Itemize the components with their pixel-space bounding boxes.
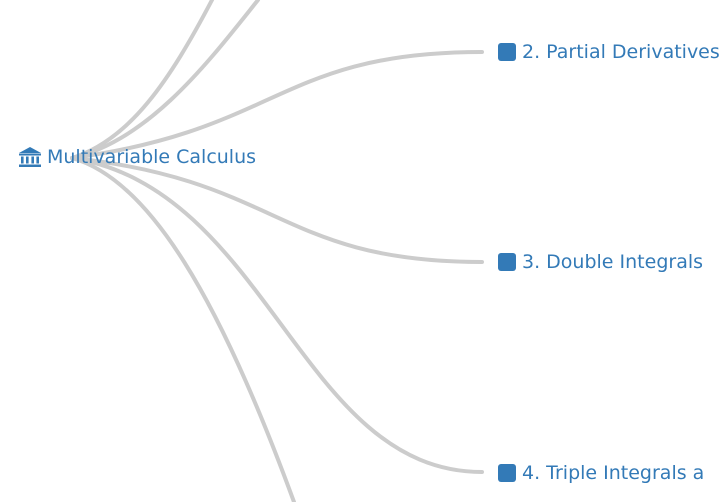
child-node-triple-integrals[interactable]: 4. Triple Integrals a	[498, 462, 704, 484]
edge-offscreen-top-1	[70, 0, 214, 160]
bullet-square-icon	[498, 464, 516, 482]
root-node-label: Multivariable Calculus	[47, 146, 257, 168]
institution-icon	[19, 147, 41, 167]
bullet-square-icon	[498, 253, 516, 271]
child-node-partial-derivatives[interactable]: 2. Partial Derivatives	[498, 41, 719, 63]
root-node[interactable]: Multivariable Calculus	[18, 146, 256, 168]
child-node-label: 4. Triple Integrals a	[522, 462, 705, 484]
edge-offscreen-bottom	[70, 156, 296, 502]
child-node-double-integrals[interactable]: 3. Double Integrals	[498, 251, 703, 273]
edge-partial-derivatives	[70, 50, 484, 160]
child-node-label: 2. Partial Derivatives	[522, 41, 719, 63]
bullet-square-icon	[498, 43, 516, 61]
edge-triple-integrals	[70, 156, 484, 474]
edge-double-integrals	[70, 156, 484, 264]
edge-offscreen-top-2	[70, 0, 260, 160]
child-node-label: 3. Double Integrals	[522, 251, 704, 273]
